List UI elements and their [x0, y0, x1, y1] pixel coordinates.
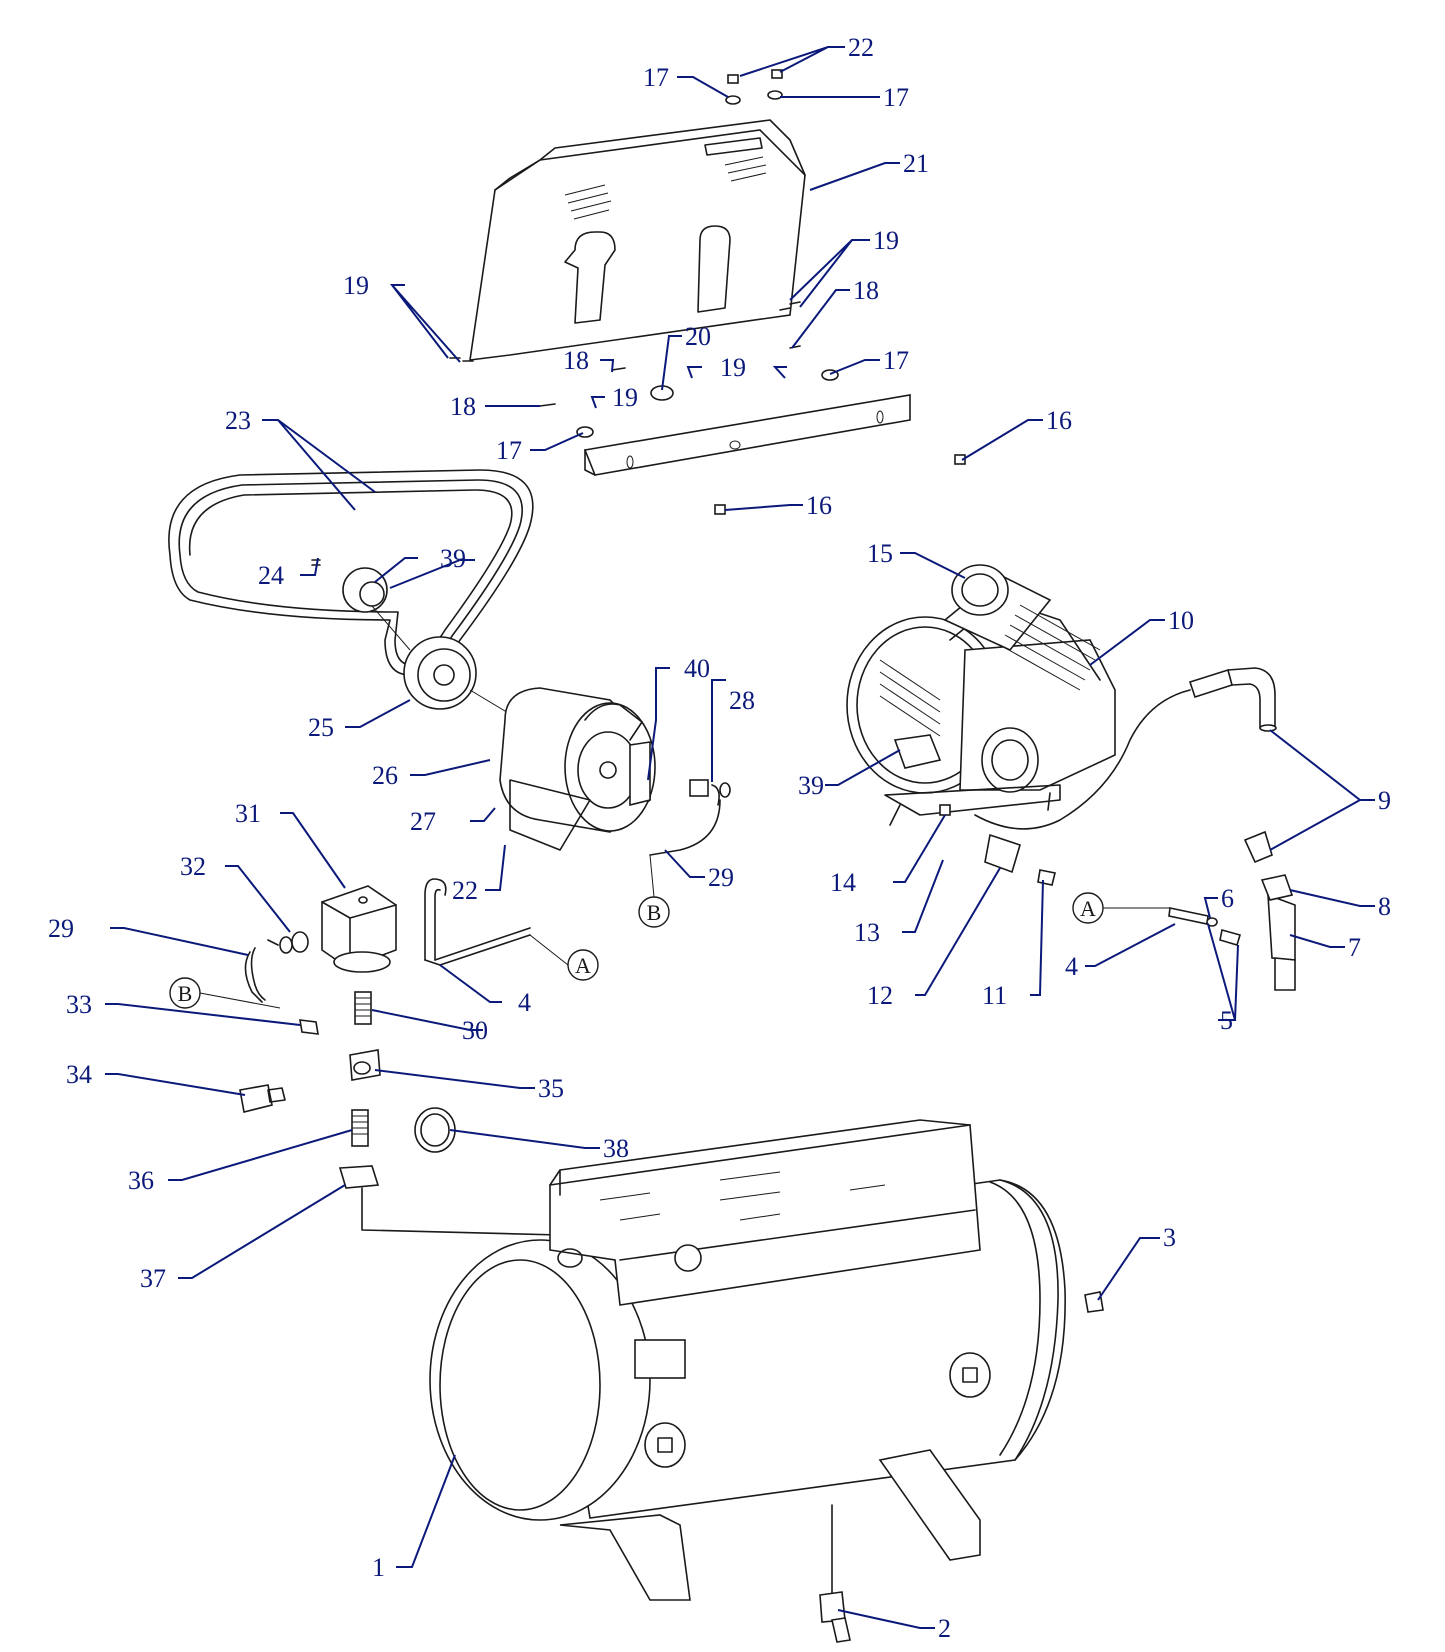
motor	[499, 687, 731, 856]
connector-label: B	[647, 900, 662, 925]
callout-22-bottom: 22	[452, 876, 478, 905]
tank	[429, 1119, 1104, 1643]
callout-17-left: 17	[496, 436, 522, 465]
callout-14: 14	[830, 868, 856, 897]
callout-16-left: 16	[806, 491, 832, 520]
connector-label: A	[1080, 896, 1096, 921]
callout-leaders	[105, 46, 1375, 1629]
callout-18-mid: 18	[563, 346, 589, 375]
connector-B-motor: B	[638, 896, 670, 928]
callout-13: 13	[854, 918, 880, 947]
callout-18-left: 18	[450, 392, 476, 421]
connector-label: B	[178, 981, 193, 1006]
callout-8: 8	[1378, 892, 1391, 921]
callout-39-pump: 39	[798, 771, 824, 800]
callout-32: 32	[180, 852, 206, 881]
callout-17-top-left: 17	[643, 63, 669, 92]
callout-22-top: 22	[848, 33, 874, 62]
callout-25: 25	[308, 713, 334, 742]
callout-9: 9	[1378, 786, 1391, 815]
callout-28: 28	[729, 686, 755, 715]
callout-26: 26	[372, 761, 398, 790]
pump	[846, 564, 1116, 826]
callout-40: 40	[684, 654, 710, 683]
callout-16-right: 16	[1046, 406, 1072, 435]
connector-label: A	[575, 953, 591, 978]
callout-15: 15	[867, 539, 893, 568]
callout-4-right: 4	[1065, 952, 1078, 981]
callout-29-switch: 29	[48, 914, 74, 943]
callout-12: 12	[867, 981, 893, 1010]
connector-A-left: A	[567, 949, 599, 981]
callout-24: 24	[258, 561, 284, 590]
callout-6: 6	[1221, 884, 1234, 913]
callout-19-mid: 19	[720, 353, 746, 382]
belt-guard	[469, 119, 806, 361]
pressure-switch-assembly	[239, 885, 581, 1251]
callout-39-top: 39	[440, 544, 466, 573]
connector-leader	[199, 854, 1170, 1009]
callout-27: 27	[410, 807, 436, 836]
callout-36: 36	[128, 1166, 154, 1195]
callout-7: 7	[1348, 933, 1361, 962]
callout-10: 10	[1168, 606, 1194, 635]
fittings	[984, 833, 1296, 991]
callout-3: 3	[1163, 1223, 1176, 1252]
callout-4-left: 4	[518, 988, 531, 1017]
callout-35: 35	[538, 1074, 564, 1103]
callout-31: 31	[235, 799, 261, 828]
callout-2: 2	[938, 1614, 951, 1643]
callout-numbers: 1 2 3 4 4 5 6 7 8 9 10 11 12 13 14 15 16…	[48, 33, 1391, 1643]
callout-38: 38	[603, 1134, 629, 1163]
callout-30: 30	[462, 1016, 488, 1045]
callout-18-right: 18	[853, 276, 879, 305]
callout-23: 23	[225, 406, 251, 435]
callout-29-motor: 29	[708, 863, 734, 892]
callout-20: 20	[685, 322, 711, 351]
callout-19-center: 19	[612, 383, 638, 412]
guard-bracket	[583, 394, 911, 476]
callout-34: 34	[66, 1060, 92, 1089]
connector-A-right: A	[1072, 892, 1104, 924]
callout-19-left: 19	[343, 271, 369, 300]
callout-17-right: 17	[883, 346, 909, 375]
callout-5: 5	[1220, 1006, 1233, 1035]
callout-21: 21	[903, 149, 929, 178]
pulleys	[311, 559, 521, 721]
callout-17-top-right: 17	[883, 83, 909, 112]
connector-B-switch: B	[169, 977, 201, 1009]
callout-1: 1	[372, 1553, 385, 1582]
callout-11: 11	[982, 981, 1007, 1010]
callout-33: 33	[66, 990, 92, 1019]
callout-37: 37	[140, 1264, 166, 1293]
callout-19-right: 19	[873, 226, 899, 255]
discharge-tube	[974, 667, 1277, 864]
guard-hardware	[449, 69, 966, 515]
